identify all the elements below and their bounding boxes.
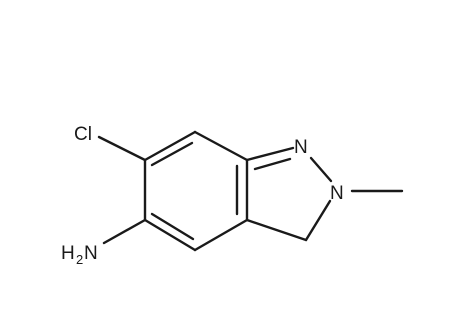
nitrogen-1-label: N [294,137,308,158]
bond-n2-c3 [304,199,332,242]
bond-n1-n2 [309,156,333,183]
bond-c5-c4 [143,218,197,252]
amine-nitrogen-label: N [84,243,98,264]
bond-c7-c6-inner [150,141,194,167]
bond-c7a-c7 [193,130,249,162]
bond-c7a-n1-inner [253,157,292,171]
bond-c6-cl [97,135,147,162]
bond-c7-c6 [143,130,197,162]
amine-hydrogen-label: H [61,243,75,264]
bond-c3-c3a [245,218,308,242]
chlorine-label: Cl [74,124,92,145]
bond-c7a-n1 [245,146,295,162]
bond-c5-c4-inner [150,212,195,241]
nitrogen-2-label: N [330,183,344,204]
bond-c4-c3a [193,218,249,252]
bond-c5-nh2 [102,218,147,245]
amine-subscript-label: 2 [76,252,83,267]
